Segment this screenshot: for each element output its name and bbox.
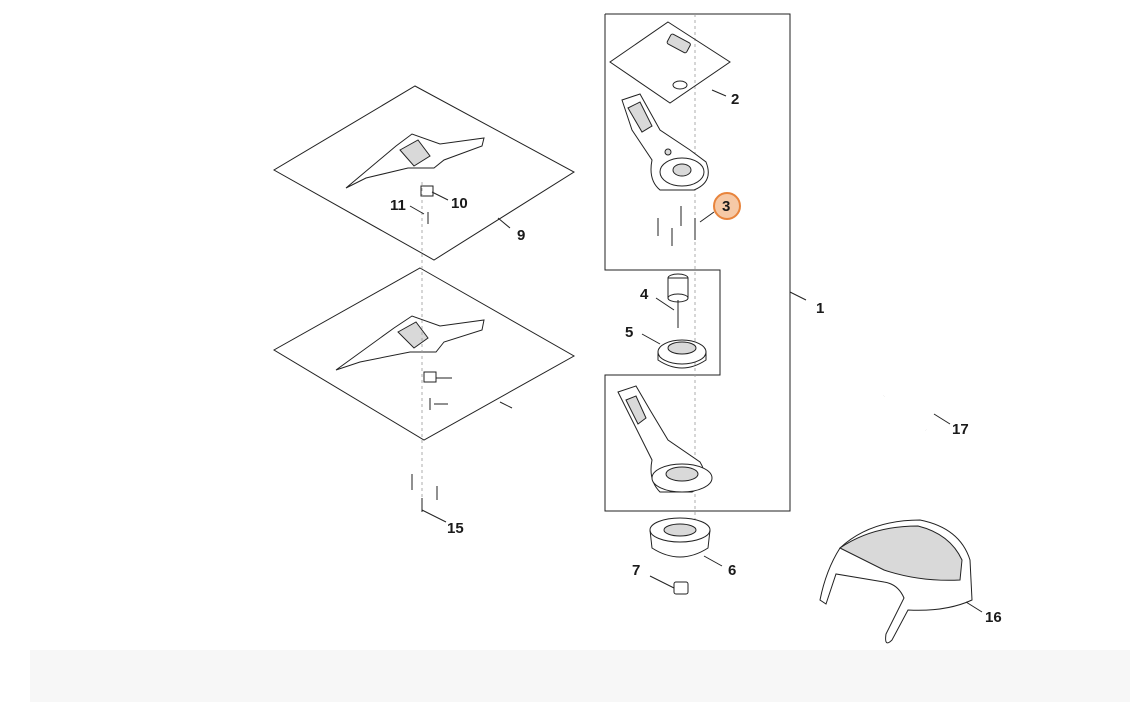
- screws-3-illustration: [657, 206, 696, 246]
- callout-4[interactable]: 4: [640, 286, 649, 303]
- callout-3-highlight: [713, 192, 741, 220]
- callout-3-selected[interactable]: 3: [713, 192, 741, 220]
- floor-shadow: [30, 650, 1130, 702]
- callout-9[interactable]: 9: [517, 227, 525, 244]
- callout-2[interactable]: 2: [731, 91, 739, 108]
- callout-6[interactable]: 6: [728, 562, 736, 579]
- callout-5-label: 5: [625, 324, 633, 341]
- callout-9-label: 9: [517, 227, 525, 244]
- callout-11[interactable]: 11: [390, 197, 406, 214]
- nut-7-illustration: [673, 581, 689, 595]
- callout-6-label: 6: [728, 562, 736, 579]
- callout-15[interactable]: 15: [447, 520, 464, 537]
- callout-4-label: 4: [640, 286, 649, 303]
- safety-glasses-16-illustration: [819, 519, 973, 644]
- callout-2-label: 2: [731, 91, 739, 108]
- wheel-6-illustration: [649, 517, 711, 558]
- callout-3-label: 3: [722, 198, 730, 215]
- spindle-4-illustration: [667, 273, 689, 328]
- ring-5-illustration: [657, 339, 707, 369]
- callout-17-label: 17: [952, 421, 969, 438]
- hex-key-17-illustration: [883, 380, 927, 431]
- callout-10[interactable]: 10: [451, 195, 468, 212]
- callout-1-label: 1: [816, 300, 824, 317]
- package-2-illustration: [609, 21, 731, 104]
- callout-5[interactable]: 5: [625, 324, 633, 341]
- callout-10-label: 10: [451, 195, 468, 212]
- callout-7-label: 7: [632, 562, 640, 579]
- package-unlabeled-illustration: [273, 267, 576, 441]
- callout-16[interactable]: 16: [985, 609, 1002, 626]
- callout-15-label: 15: [447, 520, 464, 537]
- package-9-illustration: [273, 85, 575, 261]
- screws-15-illustration: [411, 474, 438, 512]
- handle-housing-upper: [621, 93, 709, 191]
- handle-housing-lower: [617, 385, 713, 493]
- callout-17[interactable]: 17: [952, 421, 969, 438]
- callout-7[interactable]: 7: [632, 562, 640, 579]
- callout-11-label: 11: [390, 197, 406, 214]
- kit-box-outline: [604, 13, 791, 512]
- callout-1[interactable]: 1: [816, 300, 824, 317]
- callout-16-label: 16: [985, 609, 1002, 626]
